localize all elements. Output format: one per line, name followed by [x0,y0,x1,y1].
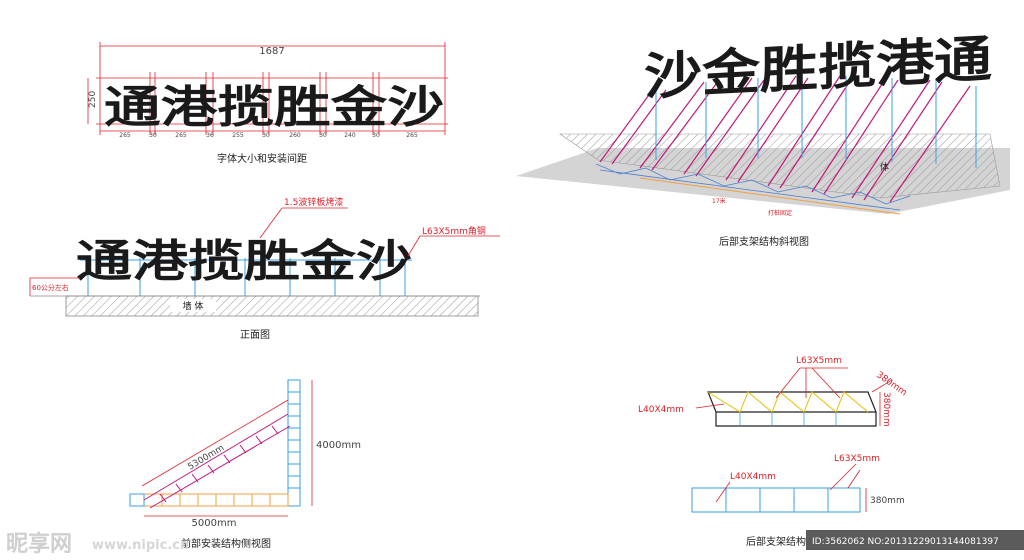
fig3-anchor-label: 打桩固定 [768,209,792,217]
fig1-spacing-labels: 265 30 265 36 255 30 260 30 240 30 265 [119,132,418,139]
fig3-caption: 后部支架结构斜视图 [719,235,809,248]
fig5-left-label: L40X4mm [638,405,684,415]
fig4-vertical-ladder [287,379,301,507]
spacing-label: 30 [149,132,157,139]
fig3-oblique-view: 沙金胜揽港通 体 17米 打桩固定 后部支架结构斜视图 [516,30,1010,248]
fig2-sign-text: 通港揽胜金沙 [76,236,412,287]
fig5-bottom-dim-label: 380mm [870,496,905,506]
fig2-wall-label: 墙 体 [183,300,204,312]
fig2-leaders [29,207,500,296]
watermark-logo: 昵享网 [6,531,72,557]
watermark-id-bar [806,530,1024,550]
fig5-height-label: 380mm [881,392,891,427]
fig4-base-label: 5000mm [192,518,237,529]
fig5-flat-frame [691,487,861,513]
spacing-label: 30 [262,132,270,139]
spacing-label: 260 [289,132,301,139]
fig5-bottom-right-label: L63X5mm [834,454,880,464]
fig2-wall [65,295,479,317]
fig5-caption: 后部支架结构 [746,535,806,548]
fig1-caption: 字体大小和安装间距 [217,152,307,165]
fig3-posts [655,76,977,168]
fig3-sign-text: 沙金胜揽港通 [644,30,992,106]
fig2-support-posts [80,258,412,296]
fig1-total-width: 1687 [259,46,284,57]
fig2-front-view: 通港揽胜金沙 墙 体 1.5波锌板烤漆 L63X5mm角钢 60公分左右 正面图 [29,196,500,341]
fig5-rear-structure: L63X5mm L40X4mm 380mm 380mm L40X4mm L63X… [638,356,908,548]
fig4-height-label: 4000mm [316,440,361,451]
fig4-diagonal-ladder [143,413,291,509]
fig1-sign-text: 通港揽胜金沙 [104,82,444,133]
fig1-height: 250 [88,91,98,108]
fig4-side-view: 5300mm 4000mm 5000mm 前部安装结构侧视图 [129,379,361,550]
fig2-height-label: 60公分左右 [32,283,69,292]
fig5-truss-posts [739,412,837,426]
fig4-diag-label: 5300mm [186,443,226,472]
fig1-size-spacing: 1687 250 通港揽胜金沙 265 30 265 36 255 30 260… [87,42,448,165]
watermark-id: ID:3562062 NO:20131229013144081397 [812,537,999,547]
fig2-panel-label: 1.5波锌板烤漆 [284,196,343,208]
fig3-wall [559,133,1001,199]
fig1-guide-lines [87,42,448,135]
fig4-dimension-lines [141,380,313,517]
fig5-lower-leaders [715,463,867,512]
spacing-label: 240 [344,132,356,139]
fig5-bottom-left-label: L40X4mm [730,472,776,482]
spacing-label: 30 [319,132,327,139]
spacing-label: 265 [406,132,418,139]
fig3-wall-label: 体 [880,161,889,173]
fig2-caption: 正面图 [240,329,270,341]
fig5-top-label: L63X5mm [796,356,842,366]
watermark-url: www.nipic.cn [92,538,189,553]
fig4-caption: 前部安装结构侧视图 [181,537,271,550]
spacing-label: 30 [372,132,380,139]
fig3-diagonal-braces [599,75,971,203]
fig2-angle-label: L63X5mm角钢 [422,225,486,237]
spacing-label: 255 [232,132,244,139]
fig3-length-label: 17米 [712,197,726,205]
spacing-label: 36 [206,132,214,139]
fig3-ground-truss [595,163,911,211]
fig5-truss-web [707,391,869,413]
watermark: 昵享网 www.nipic.cn ID:3562062 NO:201312290… [6,530,1024,557]
spacing-label: 265 [119,132,131,139]
fig4-base-beam [143,493,289,507]
spacing-label: 265 [175,132,187,139]
fig5-leaders [695,367,893,426]
